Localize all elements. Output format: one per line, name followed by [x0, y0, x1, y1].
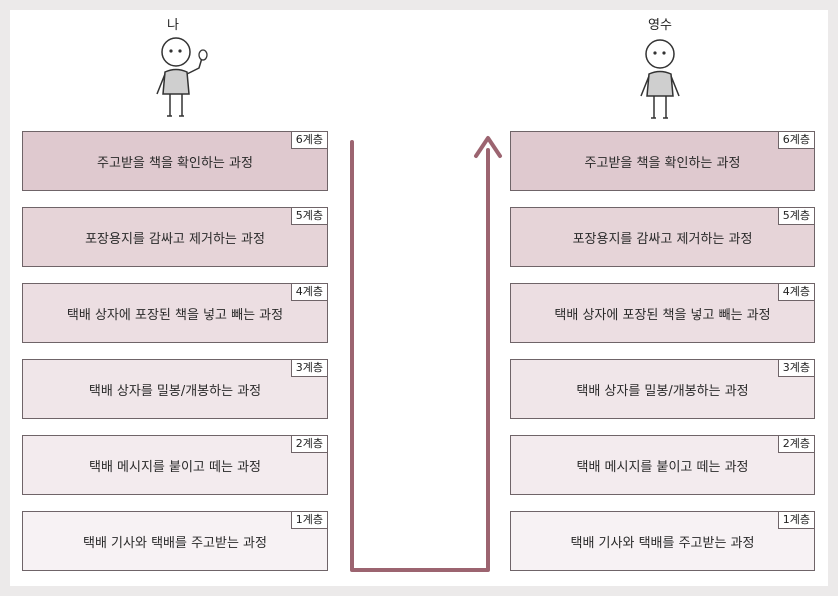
- left-layer-4: 택배 상자에 포장된 책을 넣고 빼는 과정 4계층: [22, 283, 328, 343]
- flow-arrowhead: [474, 136, 502, 158]
- right-layer-3: 택배 상자를 밀봉/개봉하는 과정 3계층: [510, 359, 815, 419]
- right-layer-2-label: 택배 메시지를 붙이고 떼는 과정: [576, 459, 749, 475]
- right-layer-6: 주고받을 책을 확인하는 과정 6계층: [510, 131, 815, 191]
- right-layer-6-tag: 6계층: [777, 131, 815, 149]
- right-layer-1-tag: 1계층: [777, 511, 815, 529]
- person-label-youngsu: 영수: [648, 18, 672, 33]
- right-layer-6-label: 주고받을 책을 확인하는 과정: [584, 155, 741, 171]
- left-layer-3-tag: 3계층: [290, 359, 328, 377]
- person-label-me: 나: [167, 18, 179, 33]
- right-layer-2-tag: 2계층: [777, 435, 815, 453]
- left-layer-3: 택배 상자를 밀봉/개봉하는 과정 3계층: [22, 359, 328, 419]
- right-layer-3-tag: 3계층: [777, 359, 815, 377]
- right-layer-5: 포장용지를 감싸고 제거하는 과정 5계층: [510, 207, 815, 267]
- left-layer-3-label: 택배 상자를 밀봉/개봉하는 과정: [88, 383, 262, 399]
- left-layer-5-label: 포장용지를 감싸고 제거하는 과정: [85, 231, 265, 247]
- right-layer-1-label: 택배 기사와 택배를 주고받는 과정: [570, 535, 755, 551]
- left-layer-2-label: 택배 메시지를 붙이고 떼는 과정: [88, 459, 261, 475]
- person-me-figure: [156, 37, 208, 117]
- left-layer-6: 주고받을 책을 확인하는 과정 6계층: [22, 131, 328, 191]
- left-layer-5-tag: 5계층: [290, 207, 328, 225]
- flow-arrow-line: [350, 140, 490, 572]
- left-layer-1-label: 택배 기사와 택배를 주고받는 과정: [83, 535, 267, 551]
- right-layer-5-tag: 5계층: [777, 207, 815, 225]
- left-layer-4-tag: 4계층: [290, 283, 328, 301]
- right-layer-2: 택배 메시지를 붙이고 떼는 과정 2계층: [510, 435, 815, 495]
- left-layer-2-tag: 2계층: [290, 435, 328, 453]
- left-layer-6-tag: 6계층: [290, 131, 328, 149]
- right-layer-4: 택배 상자에 포장된 책을 넣고 빼는 과정 4계층: [510, 283, 815, 343]
- left-layer-4-label: 택배 상자에 포장된 책을 넣고 빼는 과정: [66, 307, 284, 323]
- left-layer-2: 택배 메시지를 붙이고 떼는 과정 2계층: [22, 435, 328, 495]
- person-youngsu-figure: [640, 39, 680, 119]
- right-layer-1: 택배 기사와 택배를 주고받는 과정 1계층: [510, 511, 815, 571]
- left-layer-5: 포장용지를 감싸고 제거하는 과정 5계층: [22, 207, 328, 267]
- right-layer-4-tag: 4계층: [777, 283, 815, 301]
- right-layer-4-label: 택배 상자에 포장된 책을 넣고 빼는 과정: [554, 307, 771, 323]
- left-layer-6-label: 주고받을 책을 확인하는 과정: [97, 155, 253, 171]
- left-layer-1-tag: 1계층: [290, 511, 328, 529]
- right-layer-3-label: 택배 상자를 밀봉/개봉하는 과정: [576, 383, 749, 399]
- right-layer-5-label: 포장용지를 감싸고 제거하는 과정: [572, 231, 753, 247]
- left-layer-1: 택배 기사와 택배를 주고받는 과정 1계층: [22, 511, 328, 571]
